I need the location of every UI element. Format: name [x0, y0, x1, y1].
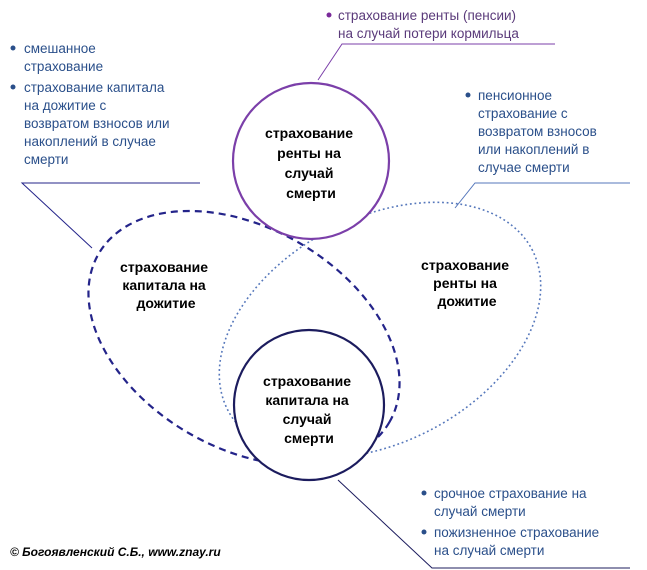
note-line: срочное страхование на: [434, 486, 587, 501]
purple-circle-annuity-death: [231, 81, 391, 241]
note-line: смешанное: [24, 41, 96, 56]
note-top-text: страхование ренты (пенсии) на случай пот…: [338, 8, 520, 41]
top-circle-label-line: страхование: [265, 125, 353, 141]
top-circle-label-line: смерти: [286, 185, 336, 201]
bottom-circle-label-line: смерти: [284, 430, 334, 446]
copyright-text: © Богоявленский С.Б., www.znay.ru: [10, 545, 221, 559]
note-left-1-text: смешанное страхование: [24, 41, 103, 74]
note-line: накоплений в случае: [24, 134, 156, 149]
note-left-2-text: страхование капитала на дожитие с возвра…: [24, 80, 173, 167]
note-line: страхование капитала: [24, 80, 165, 95]
bottom-circle-label: страхование капитала на случай смерти: [263, 373, 355, 446]
bullet-icon: [465, 92, 471, 98]
bullet-icon: [421, 529, 427, 535]
note-line: на случай потери кормильца: [338, 26, 519, 41]
note-line: случай смерти: [434, 504, 526, 519]
note-left-2: страхование капитала на дожитие с возвра…: [10, 80, 173, 167]
bullet-icon: [421, 490, 427, 496]
right-ellipse-label-line: ренты на: [433, 275, 497, 291]
bullet-icon: [326, 12, 332, 18]
dotted-ellipse-annuity-survival: [218, 201, 542, 459]
note-bottom-1-text: срочное страхование на случай смерти: [434, 486, 590, 519]
note-right: пенсионное страхование с возвратом взнос…: [465, 88, 601, 175]
note-line: пожизненное страхование: [434, 525, 599, 540]
note-line: смерти: [24, 152, 68, 167]
bottom-circle-label-line: капитала на: [265, 392, 349, 408]
right-ellipse-label-line: страхование: [421, 257, 509, 273]
note-line: случае смерти: [478, 160, 570, 175]
note-bottom-1: срочное страхование на случай смерти: [421, 486, 590, 519]
note-bottom-2: пожизненное страхование на случай смерти: [421, 525, 603, 558]
connector-top-note: [317, 43, 555, 81]
note-top: страхование ренты (пенсии) на случай пот…: [326, 8, 520, 41]
note-line: страхование ренты (пенсии): [338, 8, 516, 23]
dashed-ellipse-capital-survival: [87, 209, 401, 467]
note-line: на дожитие с: [24, 98, 107, 113]
bottom-circle-label-line: страхование: [263, 373, 351, 389]
top-circle-label-line: случай: [285, 165, 334, 181]
connector-lines: [20, 43, 630, 569]
note-line: возвратом взносов: [478, 124, 597, 139]
note-left-1: смешанное страхование: [10, 41, 103, 74]
note-line: или накоплений в: [478, 142, 589, 157]
note-line: пенсионное: [478, 88, 552, 103]
left-ellipse-label-line: страхование: [120, 259, 208, 275]
note-line: страхование: [24, 59, 103, 74]
note-bottom-2-text: пожизненное страхование на случай смерти: [434, 525, 603, 558]
top-circle-label-line: ренты на: [277, 145, 341, 161]
connector-bottom-note: [337, 479, 630, 569]
left-ellipse-label: страхование капитала на дожитие: [120, 259, 212, 311]
right-ellipse-label: страхование ренты на дожитие: [421, 257, 513, 309]
note-line: возвратом взносов или: [24, 116, 170, 131]
bullet-icon: [10, 45, 16, 51]
note-line: страхование с: [478, 106, 568, 121]
top-circle-label: страхование ренты на случай смерти: [265, 125, 357, 201]
bottom-circle-label-line: случай: [283, 411, 332, 427]
connector-right-note: [454, 182, 630, 209]
right-ellipse-label-line: дожитие: [437, 293, 496, 309]
connector-left-note: [20, 182, 200, 249]
bullet-icon: [10, 84, 16, 90]
left-ellipse-label-line: дожитие: [136, 295, 195, 311]
navy-circle-capital-death: [232, 328, 386, 482]
note-line: на случай смерти: [434, 543, 544, 558]
note-right-text: пенсионное страхование с возвратом взнос…: [478, 88, 601, 175]
left-ellipse-label-line: капитала на: [122, 277, 206, 293]
